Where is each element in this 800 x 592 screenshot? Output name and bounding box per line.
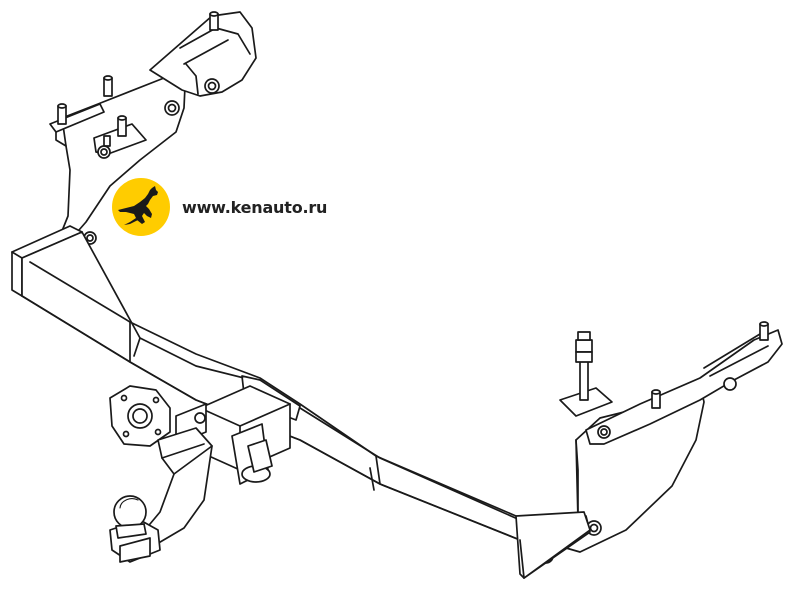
left-side-bracket xyxy=(49,11,257,245)
tow-ball-arm xyxy=(109,427,213,563)
center-receiver xyxy=(175,375,301,485)
main-crossbar xyxy=(11,225,591,579)
socket-plate xyxy=(109,385,171,447)
brand-url[interactable]: www.kenauto.ru xyxy=(182,197,328,217)
brand-badge: www.kenauto.ru xyxy=(112,178,327,236)
kangaroo-icon xyxy=(112,178,170,236)
right-side-bracket xyxy=(538,321,783,564)
